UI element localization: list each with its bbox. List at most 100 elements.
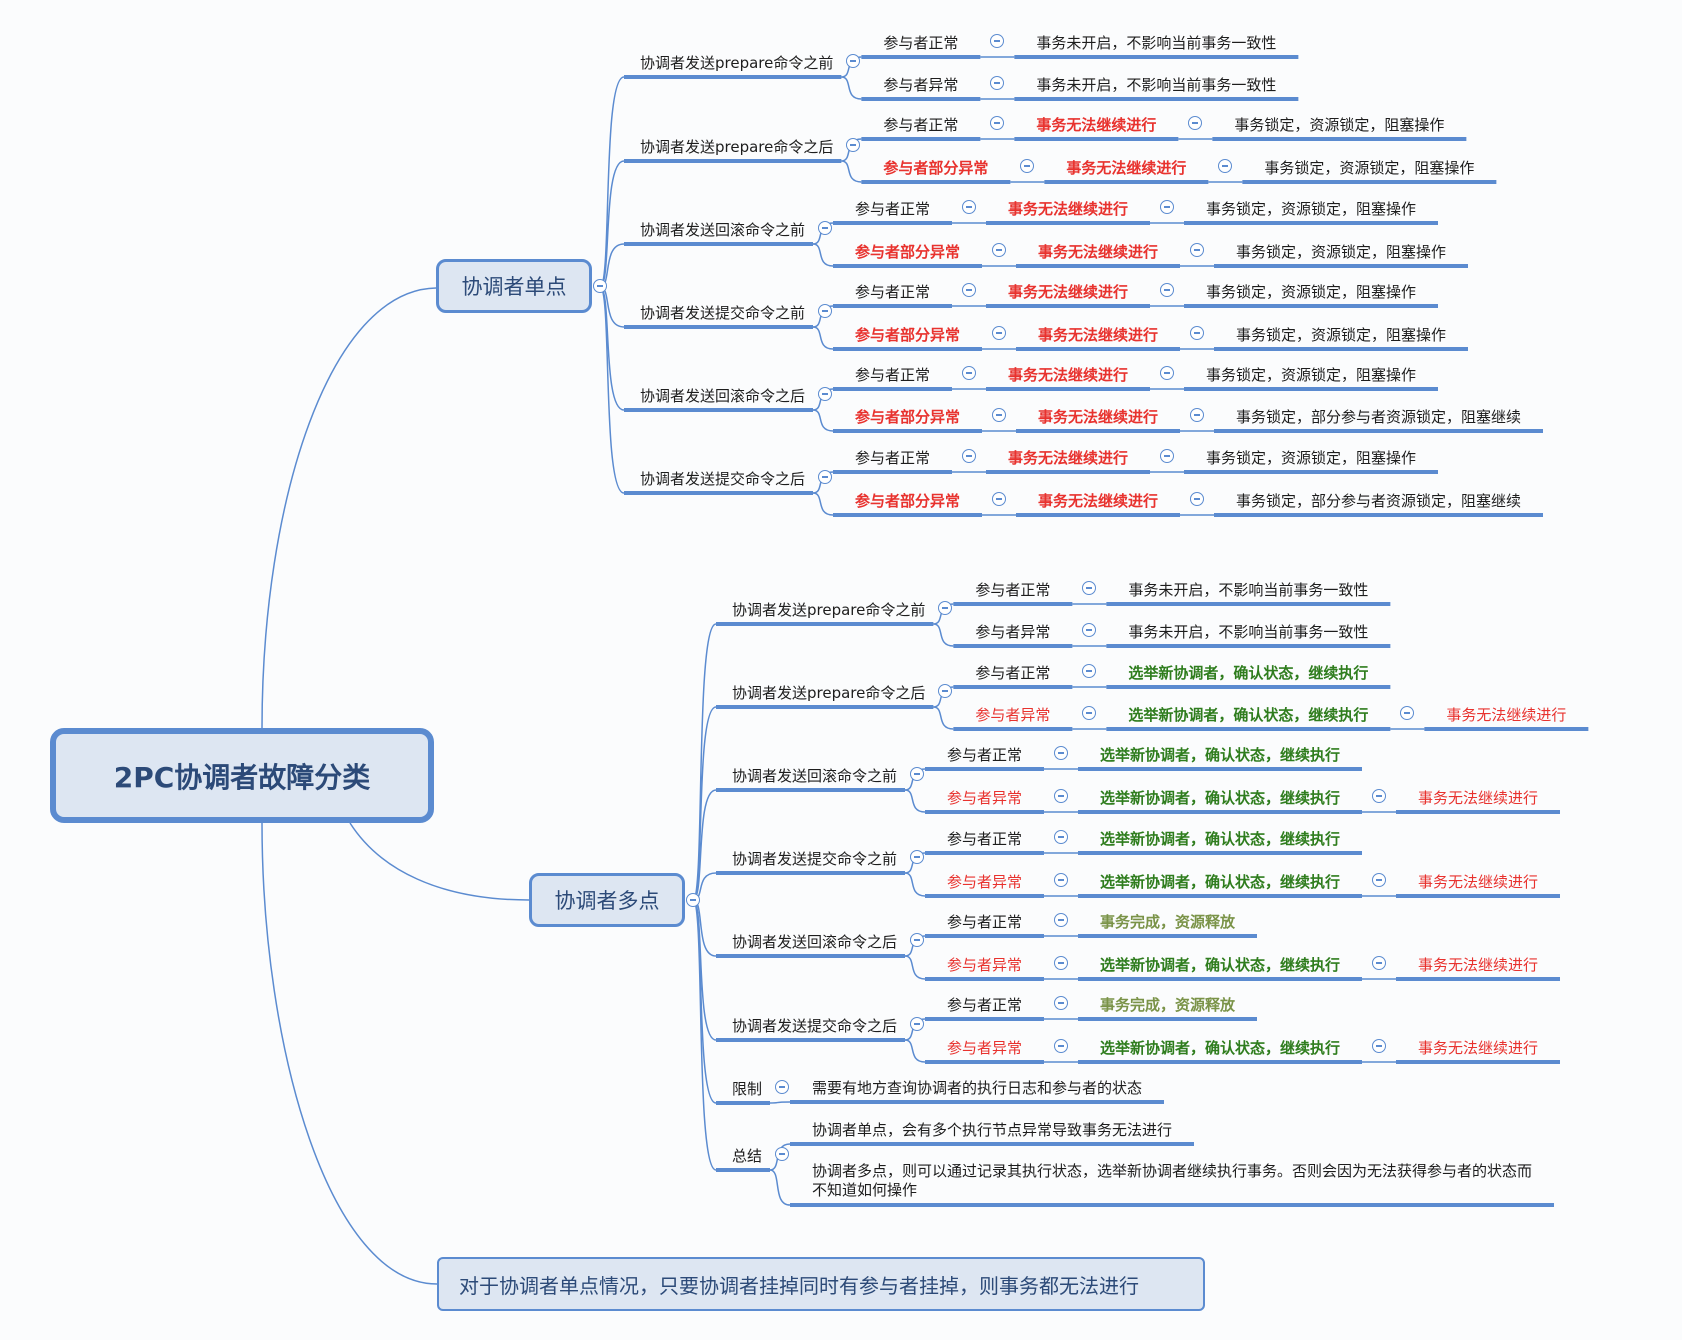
multi-branch-0-row-1-cell-0[interactable]: 参与者异常 [975, 623, 1051, 641]
multi-branch-0-row-0-cell-1[interactable]: 事务未开启，不影响当前事务一致性 [1128, 581, 1369, 599]
multi-branch-1-row-0-cell-1[interactable]: 选举新协调者，确认状态，继续执行 [1128, 664, 1369, 682]
single-branch-2-collapse-icon[interactable] [818, 221, 832, 235]
multi-branch-0-collapse-icon[interactable] [938, 601, 953, 615]
single-branch-4-row-0-cell-1[interactable]: 事务无法继续进行 [1008, 366, 1129, 384]
multi-branch-3-row-0-cell-0[interactable]: 参与者正常 [947, 830, 1023, 848]
multi-branch-2-row-0-cell-0[interactable]: 参与者正常 [947, 746, 1023, 764]
single-branch-5-row-0-cell-1[interactable]: 事务无法继续进行 [1008, 449, 1129, 467]
multi-branch-2-row-0-cell-1[interactable]: 选举新协调者，确认状态，继续执行 [1100, 746, 1341, 764]
single-branch-5-row-0-collapse-icon-0[interactable] [962, 449, 976, 463]
single-branch-1-row-0-cell-2[interactable]: 事务锁定，资源锁定，阻塞操作 [1234, 116, 1445, 134]
multi-branch-5-row-0-collapse-icon-0[interactable] [1054, 996, 1068, 1010]
multi-branch-0-row-0-collapse-icon-0[interactable] [1082, 581, 1097, 595]
topic-single-point[interactable]: 协调者单点 [436, 259, 592, 313]
single-branch-2-row-0-collapse-icon-1[interactable] [1160, 200, 1174, 214]
single-branch-4-row-0-collapse-icon-1[interactable] [1160, 366, 1174, 380]
single-branch-4-row-0-cell-2[interactable]: 事务锁定，资源锁定，阻塞操作 [1206, 366, 1417, 384]
single-branch-0-collapse-icon[interactable] [846, 54, 861, 68]
multi-branch-3-row-1-cell-0[interactable]: 参与者异常 [947, 873, 1023, 891]
multi-branch-1-row-1-cell-1[interactable]: 选举新协调者，确认状态，继续执行 [1128, 706, 1369, 724]
multi-branch-5-row-0-cell-0[interactable]: 参与者正常 [947, 996, 1023, 1014]
root-topic[interactable]: 2PC协调者故障分类 [50, 728, 434, 823]
single-branch-1-row-1-collapse-icon-0[interactable] [1020, 159, 1035, 173]
single-branch-2-row-0-cell-0[interactable]: 参与者正常 [855, 200, 931, 218]
multi-branch-1-row-1-collapse-icon-0[interactable] [1082, 706, 1097, 720]
single-branch-1-label[interactable]: 协调者发送prepare命令之后 [640, 138, 834, 156]
multi-branch-0-row-0-cell-0[interactable]: 参与者正常 [975, 581, 1051, 599]
single-branch-4-collapse-icon[interactable] [818, 387, 832, 401]
multi-branch-3-row-1-cell-1[interactable]: 选举新协调者，确认状态，继续执行 [1100, 873, 1341, 891]
multi-branch-4-row-0-cell-0[interactable]: 参与者正常 [947, 913, 1023, 931]
single-branch-3-row-1-collapse-icon-1[interactable] [1190, 326, 1204, 340]
single-branch-1-row-1-cell-1[interactable]: 事务无法继续进行 [1066, 159, 1187, 177]
multi-branch-3-row-0-collapse-icon-0[interactable] [1054, 830, 1068, 844]
single-branch-4-row-1-collapse-icon-1[interactable] [1190, 408, 1204, 422]
single-branch-2-row-1-cell-1[interactable]: 事务无法继续进行 [1038, 243, 1159, 261]
multi-branch-7-row-1-cell-0[interactable]: 协调者多点，则可以通过记录其执行状态，选举新协调者继续执行事务。否则会因为无法获… [812, 1162, 1533, 1199]
multi-branch-5-row-0-cell-1[interactable]: 事务完成，资源释放 [1100, 996, 1236, 1014]
single-branch-2-row-1-collapse-icon-1[interactable] [1190, 243, 1204, 257]
single-branch-2-row-1-cell-0[interactable]: 参与者部分异常 [855, 243, 961, 261]
multi-branch-1-label[interactable]: 协调者发送prepare命令之后 [732, 684, 926, 702]
multi-branch-5-row-1-collapse-icon-1[interactable] [1372, 1039, 1386, 1053]
multi-branch-2-row-0-collapse-icon-0[interactable] [1054, 746, 1068, 760]
single-branch-1-row-0-collapse-icon-0[interactable] [990, 116, 1005, 130]
multi-branch-4-row-1-cell-2[interactable]: 事务无法继续进行 [1418, 956, 1539, 974]
multi-branch-4-row-0-collapse-icon-0[interactable] [1054, 913, 1068, 927]
multi-branch-4-row-1-collapse-icon-0[interactable] [1054, 956, 1068, 970]
multi-branch-3-label[interactable]: 协调者发送提交命令之前 [732, 850, 898, 868]
multi-branch-5-collapse-icon[interactable] [910, 1017, 924, 1031]
single-branch-3-row-0-collapse-icon-0[interactable] [962, 283, 976, 297]
multi-branch-5-row-1-cell-1[interactable]: 选举新协调者，确认状态，继续执行 [1100, 1039, 1341, 1057]
single-branch-2-row-1-collapse-icon-0[interactable] [992, 243, 1006, 257]
single-branch-0-row-1-collapse-icon-0[interactable] [990, 76, 1005, 90]
single-branch-3-row-0-cell-1[interactable]: 事务无法继续进行 [1008, 283, 1129, 301]
single-branch-5-row-0-cell-2[interactable]: 事务锁定，资源锁定，阻塞操作 [1206, 449, 1417, 467]
multi-branch-0-row-1-collapse-icon-0[interactable] [1082, 623, 1097, 637]
multi-branch-2-row-1-cell-2[interactable]: 事务无法继续进行 [1418, 789, 1539, 807]
single-branch-5-row-1-cell-0[interactable]: 参与者部分异常 [855, 492, 961, 510]
single-branch-3-label[interactable]: 协调者发送提交命令之前 [640, 304, 806, 322]
single-branch-5-row-1-cell-2[interactable]: 事务锁定，部分参与者资源锁定，阻塞继续 [1236, 492, 1522, 510]
single-branch-0-row-0-cell-0[interactable]: 参与者正常 [883, 34, 959, 52]
multi-branch-4-row-1-cell-0[interactable]: 参与者异常 [947, 956, 1023, 974]
single-branch-2-row-0-cell-2[interactable]: 事务锁定，资源锁定，阻塞操作 [1206, 200, 1417, 218]
single-branch-3-collapse-icon[interactable] [818, 304, 832, 318]
multi-branch-5-row-1-cell-0[interactable]: 参与者异常 [947, 1039, 1023, 1057]
multi-branch-1-row-1-cell-0[interactable]: 参与者异常 [975, 706, 1051, 724]
single-branch-3-row-1-collapse-icon-0[interactable] [992, 326, 1006, 340]
single-branch-2-row-1-cell-2[interactable]: 事务锁定，资源锁定，阻塞操作 [1236, 243, 1447, 261]
single-branch-1-row-1-cell-0[interactable]: 参与者部分异常 [883, 159, 989, 177]
multi-branch-2-row-1-collapse-icon-1[interactable] [1372, 789, 1386, 803]
single-branch-2-row-0-cell-1[interactable]: 事务无法继续进行 [1008, 200, 1129, 218]
single-branch-4-row-1-cell-1[interactable]: 事务无法继续进行 [1038, 408, 1159, 426]
single-branch-1-collapse-icon[interactable] [846, 138, 861, 152]
multi-branch-5-label[interactable]: 协调者发送提交命令之后 [732, 1017, 898, 1035]
multi-branch-4-row-1-collapse-icon-1[interactable] [1372, 956, 1386, 970]
single-branch-5-label[interactable]: 协调者发送提交命令之后 [640, 470, 806, 488]
multi-branch-6-collapse-icon[interactable] [775, 1080, 789, 1094]
multi-branch-3-row-1-collapse-icon-1[interactable] [1372, 873, 1386, 887]
single-branch-4-label[interactable]: 协调者发送回滚命令之后 [640, 387, 806, 405]
multi-branch-4-row-0-cell-1[interactable]: 事务完成，资源释放 [1100, 913, 1236, 931]
multi-branch-5-row-1-collapse-icon-0[interactable] [1054, 1039, 1068, 1053]
multi-branch-4-collapse-icon[interactable] [910, 933, 924, 947]
multi-branch-3-row-0-cell-1[interactable]: 选举新协调者，确认状态，继续执行 [1100, 830, 1341, 848]
multi-branch-3-row-1-collapse-icon-0[interactable] [1054, 873, 1068, 887]
multi-branch-1-row-1-collapse-icon-1[interactable] [1400, 706, 1415, 720]
single-branch-2-row-0-collapse-icon-0[interactable] [962, 200, 976, 214]
multi-branch-0-label[interactable]: 协调者发送prepare命令之前 [732, 601, 926, 619]
multi-branch-2-row-1-cell-1[interactable]: 选举新协调者，确认状态，继续执行 [1100, 789, 1341, 807]
multi-branch-2-label[interactable]: 协调者发送回滚命令之前 [732, 767, 898, 785]
multi-branch-6-label[interactable]: 限制 [732, 1080, 763, 1098]
collapse-multi-point-icon[interactable] [686, 893, 700, 907]
single-branch-5-row-1-cell-1[interactable]: 事务无法继续进行 [1038, 492, 1159, 510]
multi-branch-2-row-1-collapse-icon-0[interactable] [1054, 789, 1068, 803]
single-branch-0-row-0-cell-1[interactable]: 事务未开启，不影响当前事务一致性 [1036, 34, 1277, 52]
conclusion-note[interactable]: 对于协调者单点情况，只要协调者挂掉同时有参与者挂掉，则事务都无法进行 [437, 1257, 1205, 1311]
single-branch-4-row-0-collapse-icon-0[interactable] [962, 366, 976, 380]
single-branch-3-row-0-cell-2[interactable]: 事务锁定，资源锁定，阻塞操作 [1206, 283, 1417, 301]
single-branch-3-row-1-cell-0[interactable]: 参与者部分异常 [855, 326, 961, 344]
single-branch-5-row-0-cell-0[interactable]: 参与者正常 [855, 449, 931, 467]
single-branch-3-row-1-cell-2[interactable]: 事务锁定，资源锁定，阻塞操作 [1236, 326, 1447, 344]
